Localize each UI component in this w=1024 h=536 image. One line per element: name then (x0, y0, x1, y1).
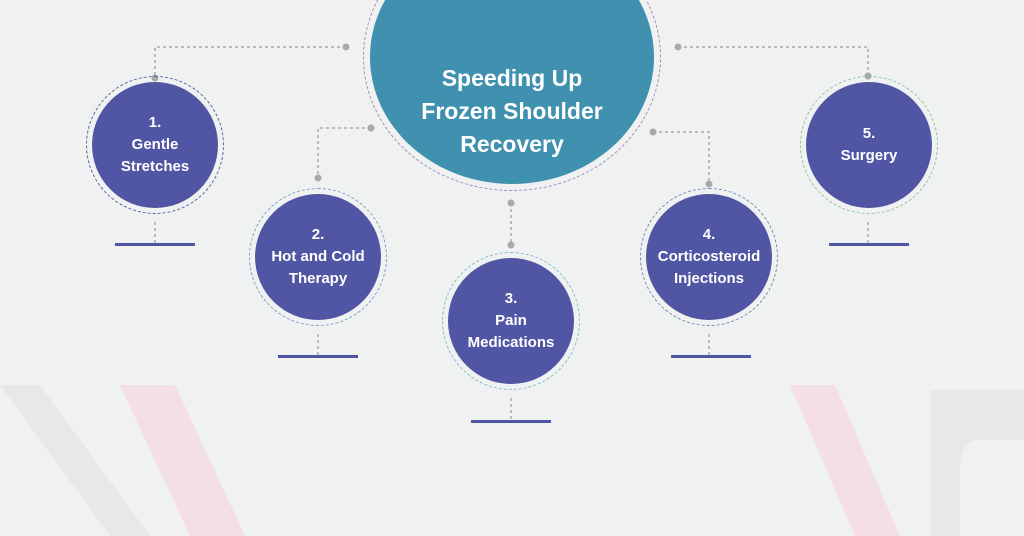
step-4-circle: 4. Corticosteroid Injections (646, 194, 772, 320)
step-2-circle: 2. Hot and Cold Therapy (255, 194, 381, 320)
step-4-label: Corticosteroid Injections (657, 248, 761, 287)
dot-step-4-b (705, 180, 713, 188)
step-1-label: Gentle Stretches (120, 136, 190, 175)
step-5-ring (800, 76, 938, 214)
step-2-label: Hot and Cold Therapy (271, 248, 365, 287)
connector-step-4 (653, 131, 710, 184)
step-5-base-bar (829, 243, 909, 246)
dot-step-2-a (367, 124, 375, 132)
step-5-number: 5. (862, 125, 876, 142)
dot-step-3-a (507, 199, 515, 207)
step-4-ring (640, 188, 778, 326)
step-1-ring (86, 76, 224, 214)
step-3-base-bar (471, 420, 551, 423)
dot-step-3-b (507, 241, 515, 249)
step-5-circle: 5. Surgery (806, 82, 932, 208)
step-2-ring (249, 188, 387, 326)
step-3-number: 3. (504, 290, 518, 307)
dot-step-2-b (314, 174, 322, 182)
center-circle: Speeding Up Frozen Shoulder Recovery (370, 0, 654, 184)
step-1-base-bar (115, 243, 195, 246)
dot-step-1-a (342, 43, 350, 51)
step-3-circle: 3. Pain Medications (448, 258, 574, 384)
connector-step-2 (317, 127, 371, 178)
dot-step-4-a (649, 128, 657, 136)
center-title: Speeding Up Frozen Shoulder Recovery (421, 64, 603, 157)
connector-step-1 (154, 46, 346, 78)
step-1-number: 1. (148, 114, 162, 131)
step-1-circle: 1. Gentle Stretches (92, 82, 218, 208)
step-5-label: Surgery (840, 147, 898, 164)
step-2-number: 2. (311, 226, 325, 243)
dot-step-5-a (674, 43, 682, 51)
step-2-base-bar (278, 355, 358, 358)
step-3-ring (442, 252, 580, 390)
step-3-label: Pain Medications (467, 312, 555, 351)
step-4-base-bar (671, 355, 751, 358)
step-4-number: 4. (702, 226, 716, 243)
connector-step-5 (678, 46, 869, 76)
